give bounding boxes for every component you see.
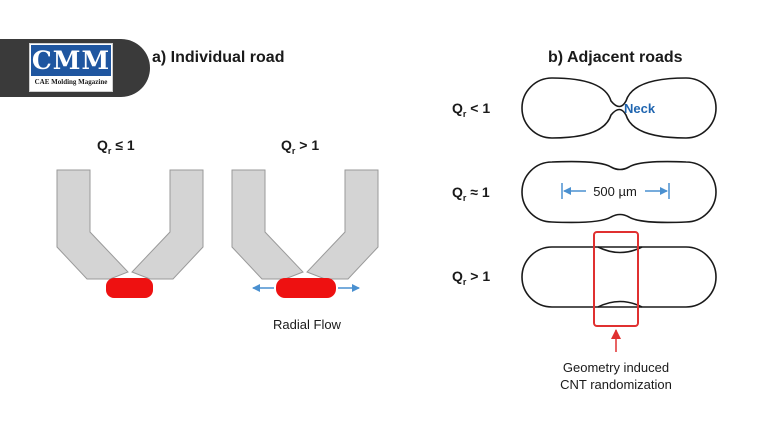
nozzle-left <box>56 169 204 280</box>
caption-line-2: CNT randomization <box>560 377 672 392</box>
row2-label: Qr ≈ 1 <box>452 184 490 203</box>
row1-label: Qr < 1 <box>452 100 490 119</box>
radial-flow-label: Radial Flow <box>273 317 342 332</box>
case-left-label: Qr ≤ 1 <box>97 137 135 156</box>
roads-merged <box>521 246 717 308</box>
width-label: 500 µm <box>593 184 637 199</box>
panel-b-title: b) Adjacent roads <box>548 49 683 66</box>
logo-tagline: CAE Molding Magazine <box>34 78 108 86</box>
nozzle-right <box>231 169 379 280</box>
panel-a-title: a) Individual road <box>152 49 284 66</box>
row3-label: Qr > 1 <box>452 268 490 287</box>
randomization-highlight-box <box>593 231 639 327</box>
caption-line-1: Geometry induced <box>563 360 669 375</box>
logo-name: CMM <box>31 45 111 76</box>
extrudate-left <box>106 278 153 298</box>
extrudate-right <box>276 278 336 298</box>
case-right-label: Qr > 1 <box>281 137 319 156</box>
roads-neck-shallow <box>521 160 717 224</box>
neck-label: Neck <box>624 101 656 116</box>
roads-neck-deep <box>521 77 717 139</box>
